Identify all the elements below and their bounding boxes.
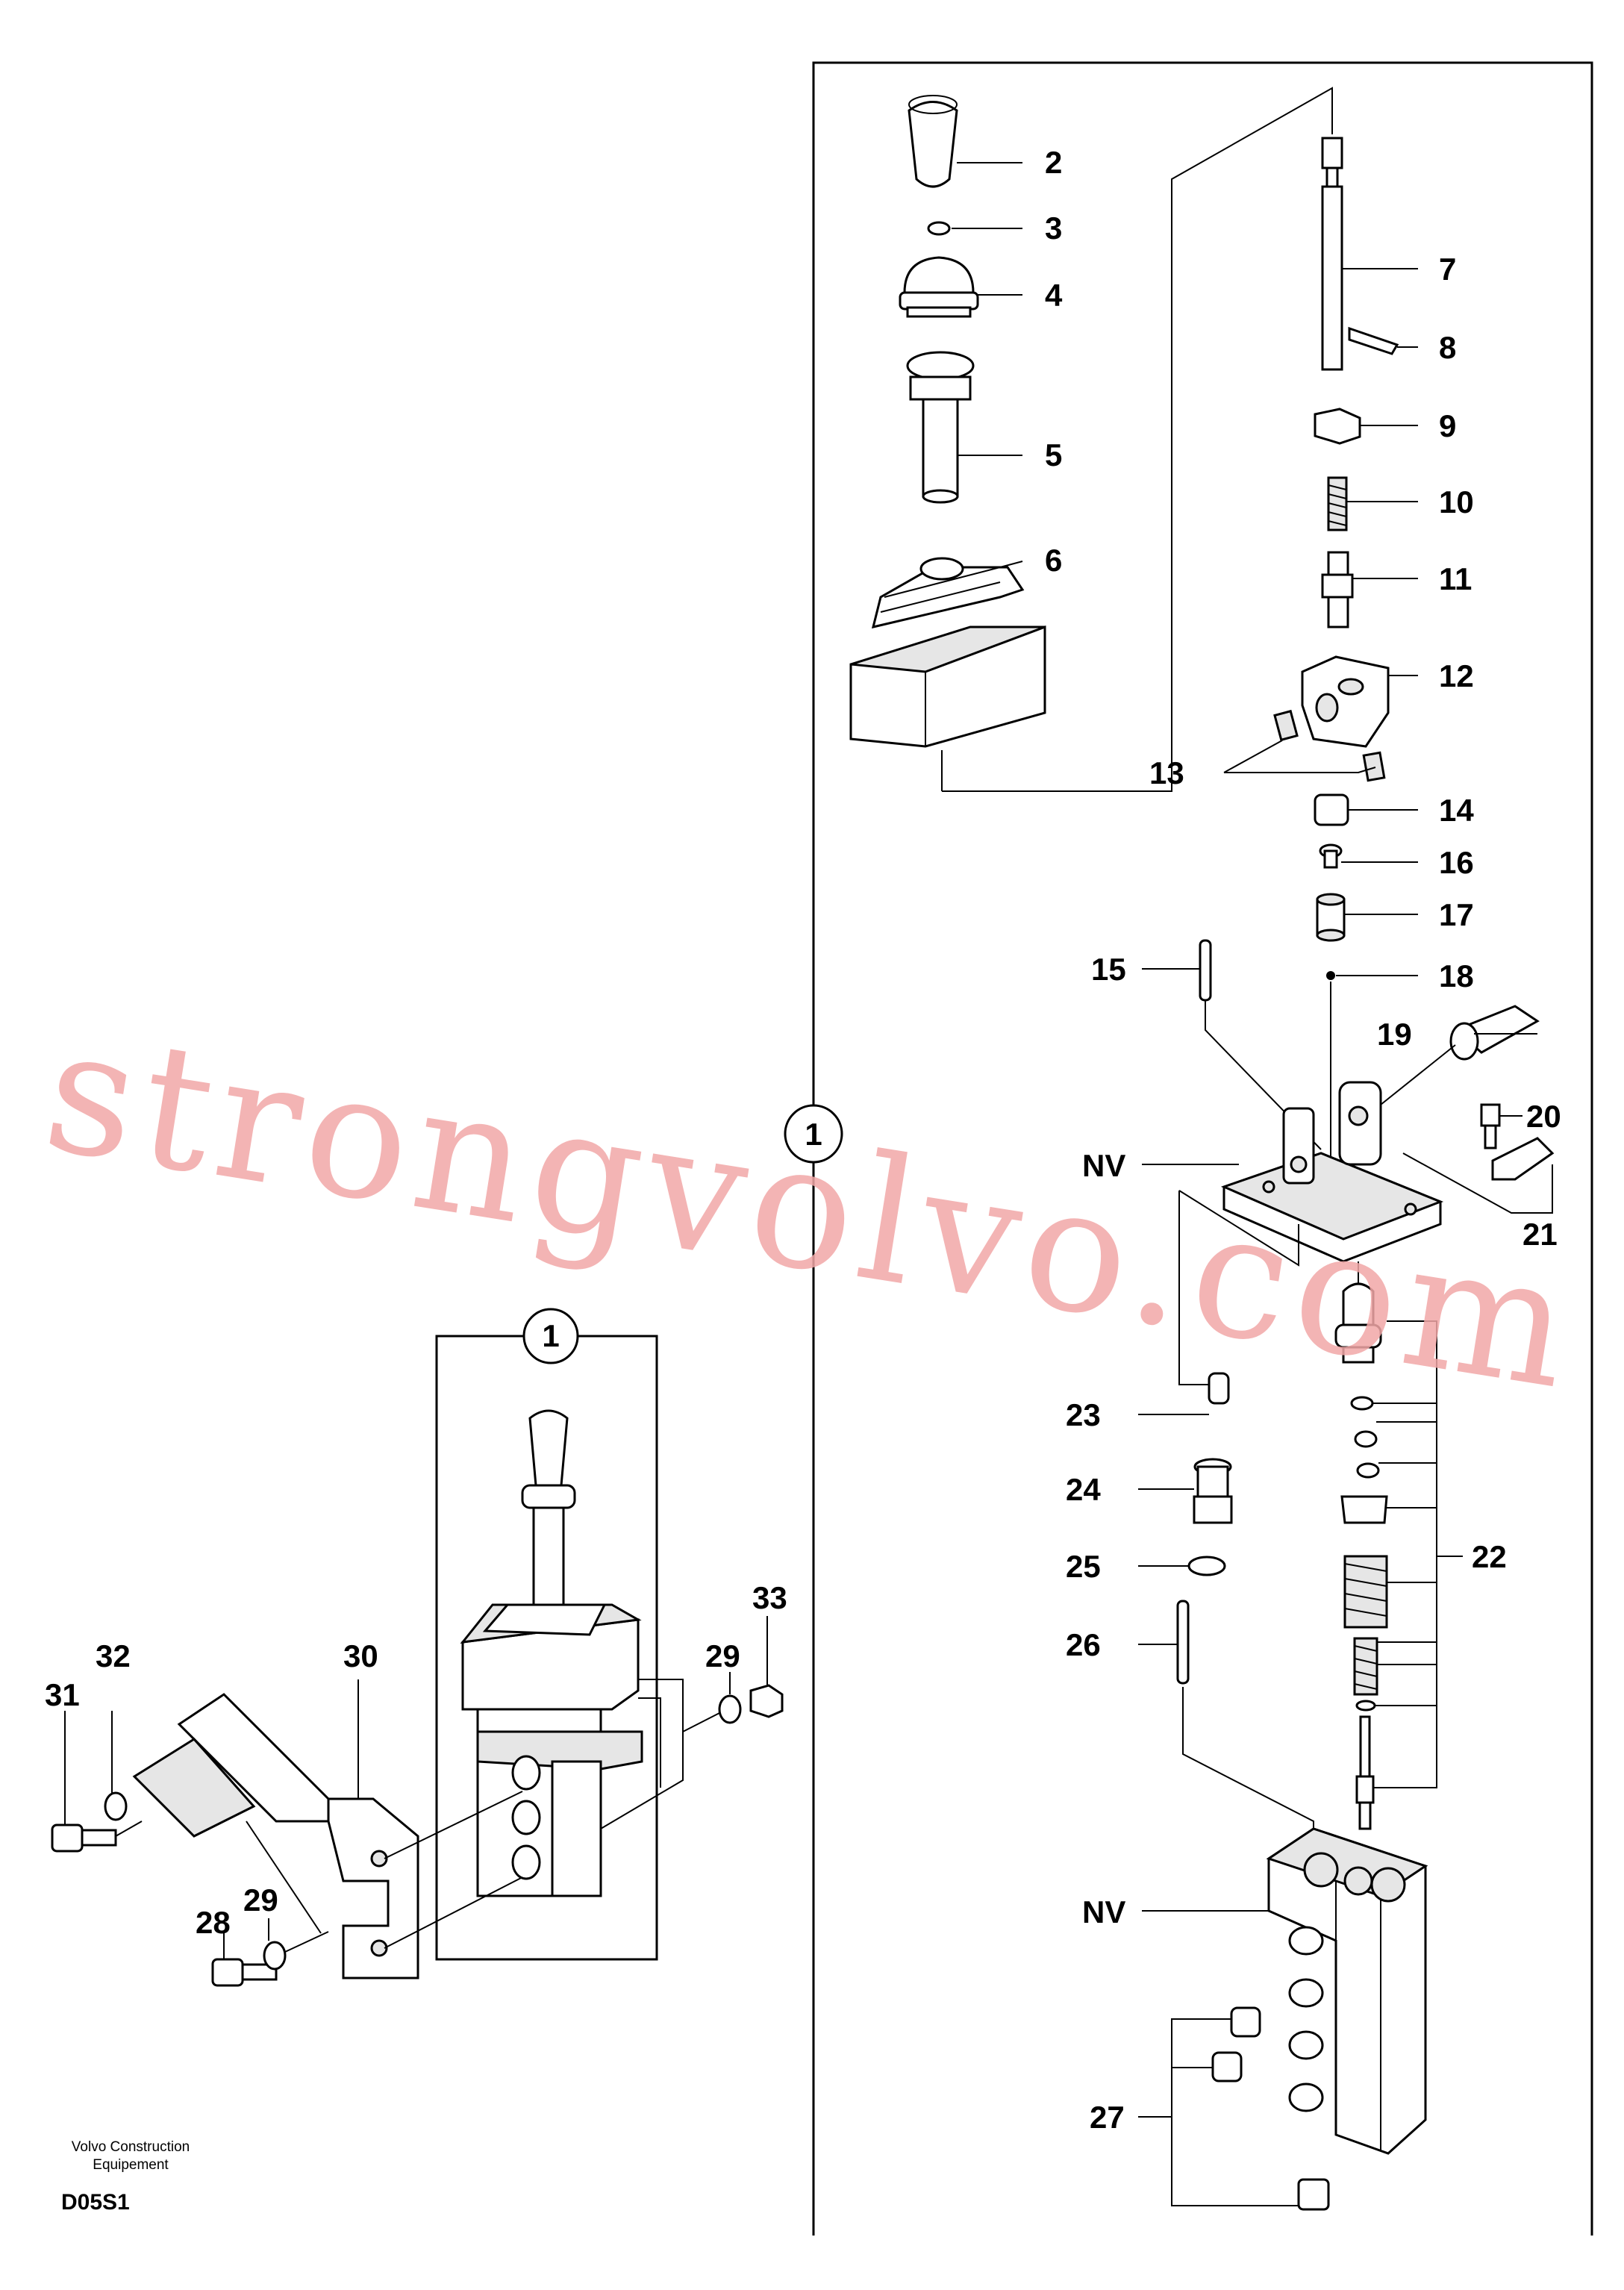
part-labels: 2 3 4 5 6 7 8 9 10 11 12 13 14 15 16 17 … (45, 145, 1561, 2135)
footer-company-2: Equipement (93, 2157, 169, 2173)
group-line-top (942, 87, 1333, 792)
group-line-middle (1178, 1190, 1299, 1267)
label-11: 11 (1439, 561, 1472, 596)
label-25: 25 (1066, 1549, 1101, 1584)
label-19: 19 (1377, 1017, 1412, 1052)
label-21: 21 (1522, 1217, 1558, 1252)
part-15-pin (1142, 939, 1322, 1150)
label-5: 5 (1045, 437, 1062, 472)
part-17-bushing (1316, 893, 1418, 942)
label-10: 10 (1439, 484, 1474, 520)
part-28-bolt (211, 1933, 278, 1987)
label-20: 20 (1526, 1099, 1561, 1134)
label-23: 23 (1066, 1397, 1101, 1432)
part-29-washer-right (682, 1672, 742, 1732)
part-21-clip (1402, 1137, 1555, 1214)
label-24: 24 (1066, 1472, 1101, 1507)
part-9-nut (1314, 408, 1418, 445)
part-11-plunger (1321, 551, 1418, 628)
part-30-bracket (132, 1679, 523, 1979)
part-31-bolt (51, 1711, 143, 1853)
label-26: 26 (1066, 1627, 1101, 1662)
label-32: 32 (96, 1638, 131, 1673)
svg-text:1: 1 (805, 1117, 822, 1152)
label-12: 12 (1439, 658, 1474, 693)
label-29-right: 29 (705, 1638, 740, 1673)
part-16-piston (1319, 843, 1418, 869)
label-22: 22 (1472, 1539, 1507, 1574)
label-3: 3 (1045, 210, 1062, 246)
part-23-pin (1138, 1372, 1230, 1415)
part-24-plug (1138, 1458, 1233, 1524)
part-19-bushing (1380, 1005, 1540, 1105)
label-13: 13 (1149, 755, 1184, 790)
part-33-nut (749, 1616, 784, 1718)
label-28: 28 (196, 1905, 231, 1940)
label-31: 31 (45, 1677, 80, 1712)
label-8: 8 (1439, 330, 1456, 365)
part-14-cap (1314, 793, 1418, 826)
label-4: 4 (1045, 278, 1063, 313)
nv-valve-body (1142, 1827, 1428, 2155)
part-29-washer-left (263, 1918, 329, 1971)
label-2: 2 (1045, 145, 1062, 180)
part-22-valve-assembly (1334, 1282, 1463, 1830)
part-13-screws (1223, 709, 1386, 782)
svg-text:1: 1 (542, 1318, 559, 1353)
label-nv-upper: NV (1082, 1148, 1125, 1183)
part-27-plugs (1138, 2006, 1330, 2211)
part-7-lever-rod (1321, 137, 1418, 371)
group-line-23 (1178, 1191, 1209, 1385)
nv-base-plate-upper (1142, 1081, 1444, 1263)
footer: Volvo Construction Equipement D05S1 (61, 2139, 190, 2215)
label-7: 7 (1439, 252, 1456, 287)
part-25-oring (1138, 1556, 1226, 1576)
watermark: strongvolvo.com (33, 990, 1589, 1429)
label-29-left: 29 (243, 1882, 278, 1918)
part-3-ring (927, 221, 1022, 236)
label-17: 17 (1439, 897, 1474, 932)
label-18: 18 (1439, 958, 1474, 993)
footer-code: D05S1 (61, 2190, 130, 2215)
label-6: 6 (1045, 543, 1062, 578)
part-6-bellows-housing (849, 557, 1046, 748)
label-27: 27 (1090, 2100, 1125, 2135)
label-nv-lower: NV (1082, 1894, 1125, 1929)
label-30: 30 (343, 1638, 378, 1673)
part-2-knob (908, 95, 1022, 188)
callout-main: 1 (784, 1104, 843, 1164)
part-10-spring (1327, 476, 1418, 531)
inset-assembly: 1 (435, 1308, 684, 1961)
part-20-bolt (1480, 1103, 1522, 1149)
part-4-boot (899, 256, 1022, 318)
label-16: 16 (1439, 845, 1474, 880)
part-18-ball (1326, 971, 1418, 1164)
label-14: 14 (1439, 793, 1474, 828)
part-8-pin (1348, 326, 1418, 355)
label-33: 33 (752, 1580, 787, 1615)
label-9: 9 (1439, 408, 1456, 443)
footer-company: Volvo Construction (72, 2139, 190, 2155)
label-15: 15 (1091, 952, 1126, 987)
part-32-washer (104, 1711, 128, 1821)
part-12-yoke (1301, 655, 1418, 748)
part-5-sleeve (906, 351, 1022, 504)
part-26-rod (1138, 1600, 1314, 1844)
